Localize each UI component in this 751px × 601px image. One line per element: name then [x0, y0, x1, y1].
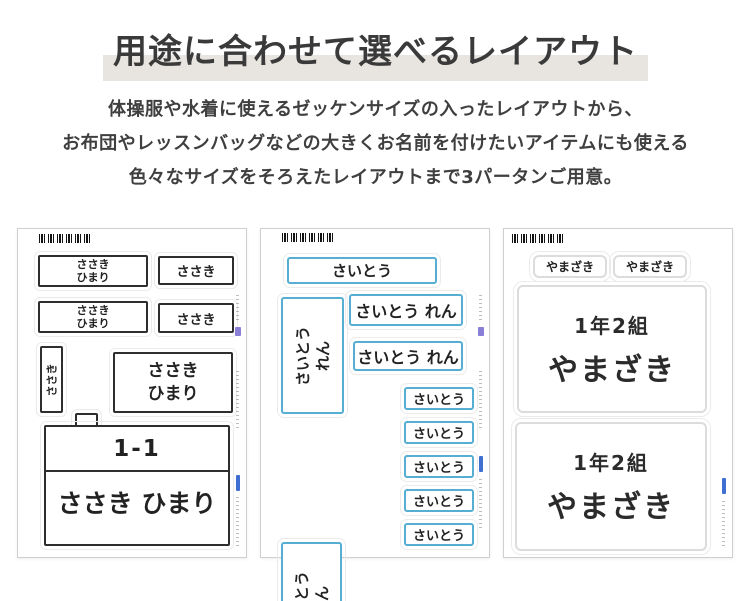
label-text: ひまり [147, 383, 199, 404]
label-text: ささき [76, 258, 110, 271]
barcode-icon [39, 234, 91, 243]
label-text: さいとう れん [355, 302, 457, 321]
label-surname: ささき [154, 299, 238, 337]
label-two-line-name: ささき ひまり [34, 251, 152, 291]
label-class-text: 1年2組 [573, 451, 649, 475]
bib-class-number: 1-1 [113, 435, 161, 462]
label-name-text: やまざき [548, 352, 676, 388]
printer-logo-icon [235, 327, 241, 336]
label-large-class-name: 1年2組 やまざき [511, 418, 711, 555]
label-text: ひまり [76, 317, 110, 330]
label-text: やまざき [625, 260, 674, 274]
label-text: さいとう [412, 495, 465, 510]
barcode-icon [282, 233, 334, 242]
label-small-surname: さいとう [400, 383, 478, 414]
label-text: ささき [76, 304, 110, 317]
label-text: さいとう [293, 325, 312, 386]
print-margin-text [236, 497, 239, 547]
description-line: 色々なサイズをそろえたレイアウトまで3パータンご用意。 [128, 167, 623, 188]
print-registration-mark [479, 456, 483, 472]
label-text: さいとう [331, 262, 392, 280]
label-surname: ささき [154, 252, 238, 289]
label-text: ささき [147, 360, 199, 381]
label-small-surname: さいとう [400, 519, 478, 550]
label-small-surname: やまざき [609, 251, 691, 282]
label-small-surname: さいとう [400, 451, 478, 482]
print-registration-mark [722, 478, 726, 494]
label-full-name: さいとう れん [345, 290, 467, 330]
page-title: 用途に合わせて選べるレイアウト [0, 24, 751, 81]
label-small-surname: やまざき [529, 251, 611, 282]
label-two-line-name: ささき ひまり [34, 297, 152, 337]
print-margin-text [479, 295, 482, 323]
description-line: お布団やレッスンバッグなどの大きくお名前を付けたいアイテムにも使える [62, 133, 689, 154]
print-margin-text [722, 501, 725, 549]
label-vertical-name: ささき [36, 342, 67, 417]
layout-sample-zekken-sheet: ささき ひまり ささき ささき ひまり ささき ささき ささき ささき ひまり [17, 228, 247, 558]
printer-logo-icon [478, 327, 484, 336]
print-margin-text [479, 371, 482, 429]
label-text: さいとう れん [292, 571, 332, 601]
label-large-class-name: 1年2組 やまざき [513, 281, 711, 417]
label-text: ささき [176, 312, 216, 328]
label-text: ささき [176, 265, 216, 280]
print-margin-text [236, 295, 239, 323]
page-title-text: 用途に合わせて選べるレイアウト [103, 24, 648, 81]
label-header-surname: さいとう [283, 253, 441, 288]
bib-full-name: ささき ひまり [46, 470, 228, 544]
label-small-surname: さいとう [400, 417, 478, 448]
label-text: さいとう [412, 427, 465, 442]
layout-sample-standard-sheet: さいとう さいとう れん さいとう れん さいとう れん さいとう れん [260, 228, 490, 601]
label-text: やまざき [545, 260, 594, 274]
label-full-name: さいとう れん [349, 337, 467, 375]
layout-samples-row: ささき ひまり ささき ささき ひまり ささき ささき ささき ささき ひまり [17, 228, 733, 601]
label-small-surname: さいとう [400, 485, 478, 516]
print-margin-text [236, 371, 239, 429]
label-vertical-full-name: さいとう れん [277, 293, 348, 418]
label-text: さいとう れん [357, 348, 459, 367]
label-text: ひまり [76, 271, 110, 284]
label-zekken-bib: 1-1 ささき ひまり [40, 421, 234, 550]
label-text: さいとう [412, 393, 465, 408]
section-header: 用途に合わせて選べるレイアウト 体操服や水着に使えるゼッケンサイズの入ったレイア… [0, 0, 751, 195]
label-text: れん [312, 585, 331, 601]
label-text: さいとう [412, 529, 465, 544]
barcode-icon [512, 234, 564, 243]
label-text: ささき [45, 363, 58, 396]
section-description: 体操服や水着に使えるゼッケンサイズの入ったレイアウトから、 お布団やレッスンバッ… [0, 93, 751, 195]
label-name-text: やまざき [547, 490, 675, 525]
label-text: さいとう [292, 570, 311, 601]
layout-sample-large-sheet: やまざき やまざき 1年2組 やまざき 1年2組 やまざき [503, 228, 733, 558]
print-registration-mark [236, 475, 240, 491]
print-margin-text [479, 479, 482, 529]
label-class-text: 1年2組 [574, 313, 650, 338]
label-large-two-line-name: ささき ひまり [109, 348, 237, 417]
label-vertical-full-name: さいとう れん [277, 538, 346, 601]
label-text: れん [313, 340, 332, 371]
label-text: さいとう れん [293, 325, 333, 385]
description-line: 体操服や水着に使えるゼッケンサイズの入ったレイアウトから、 [108, 99, 643, 120]
label-text: さいとう [412, 461, 465, 476]
